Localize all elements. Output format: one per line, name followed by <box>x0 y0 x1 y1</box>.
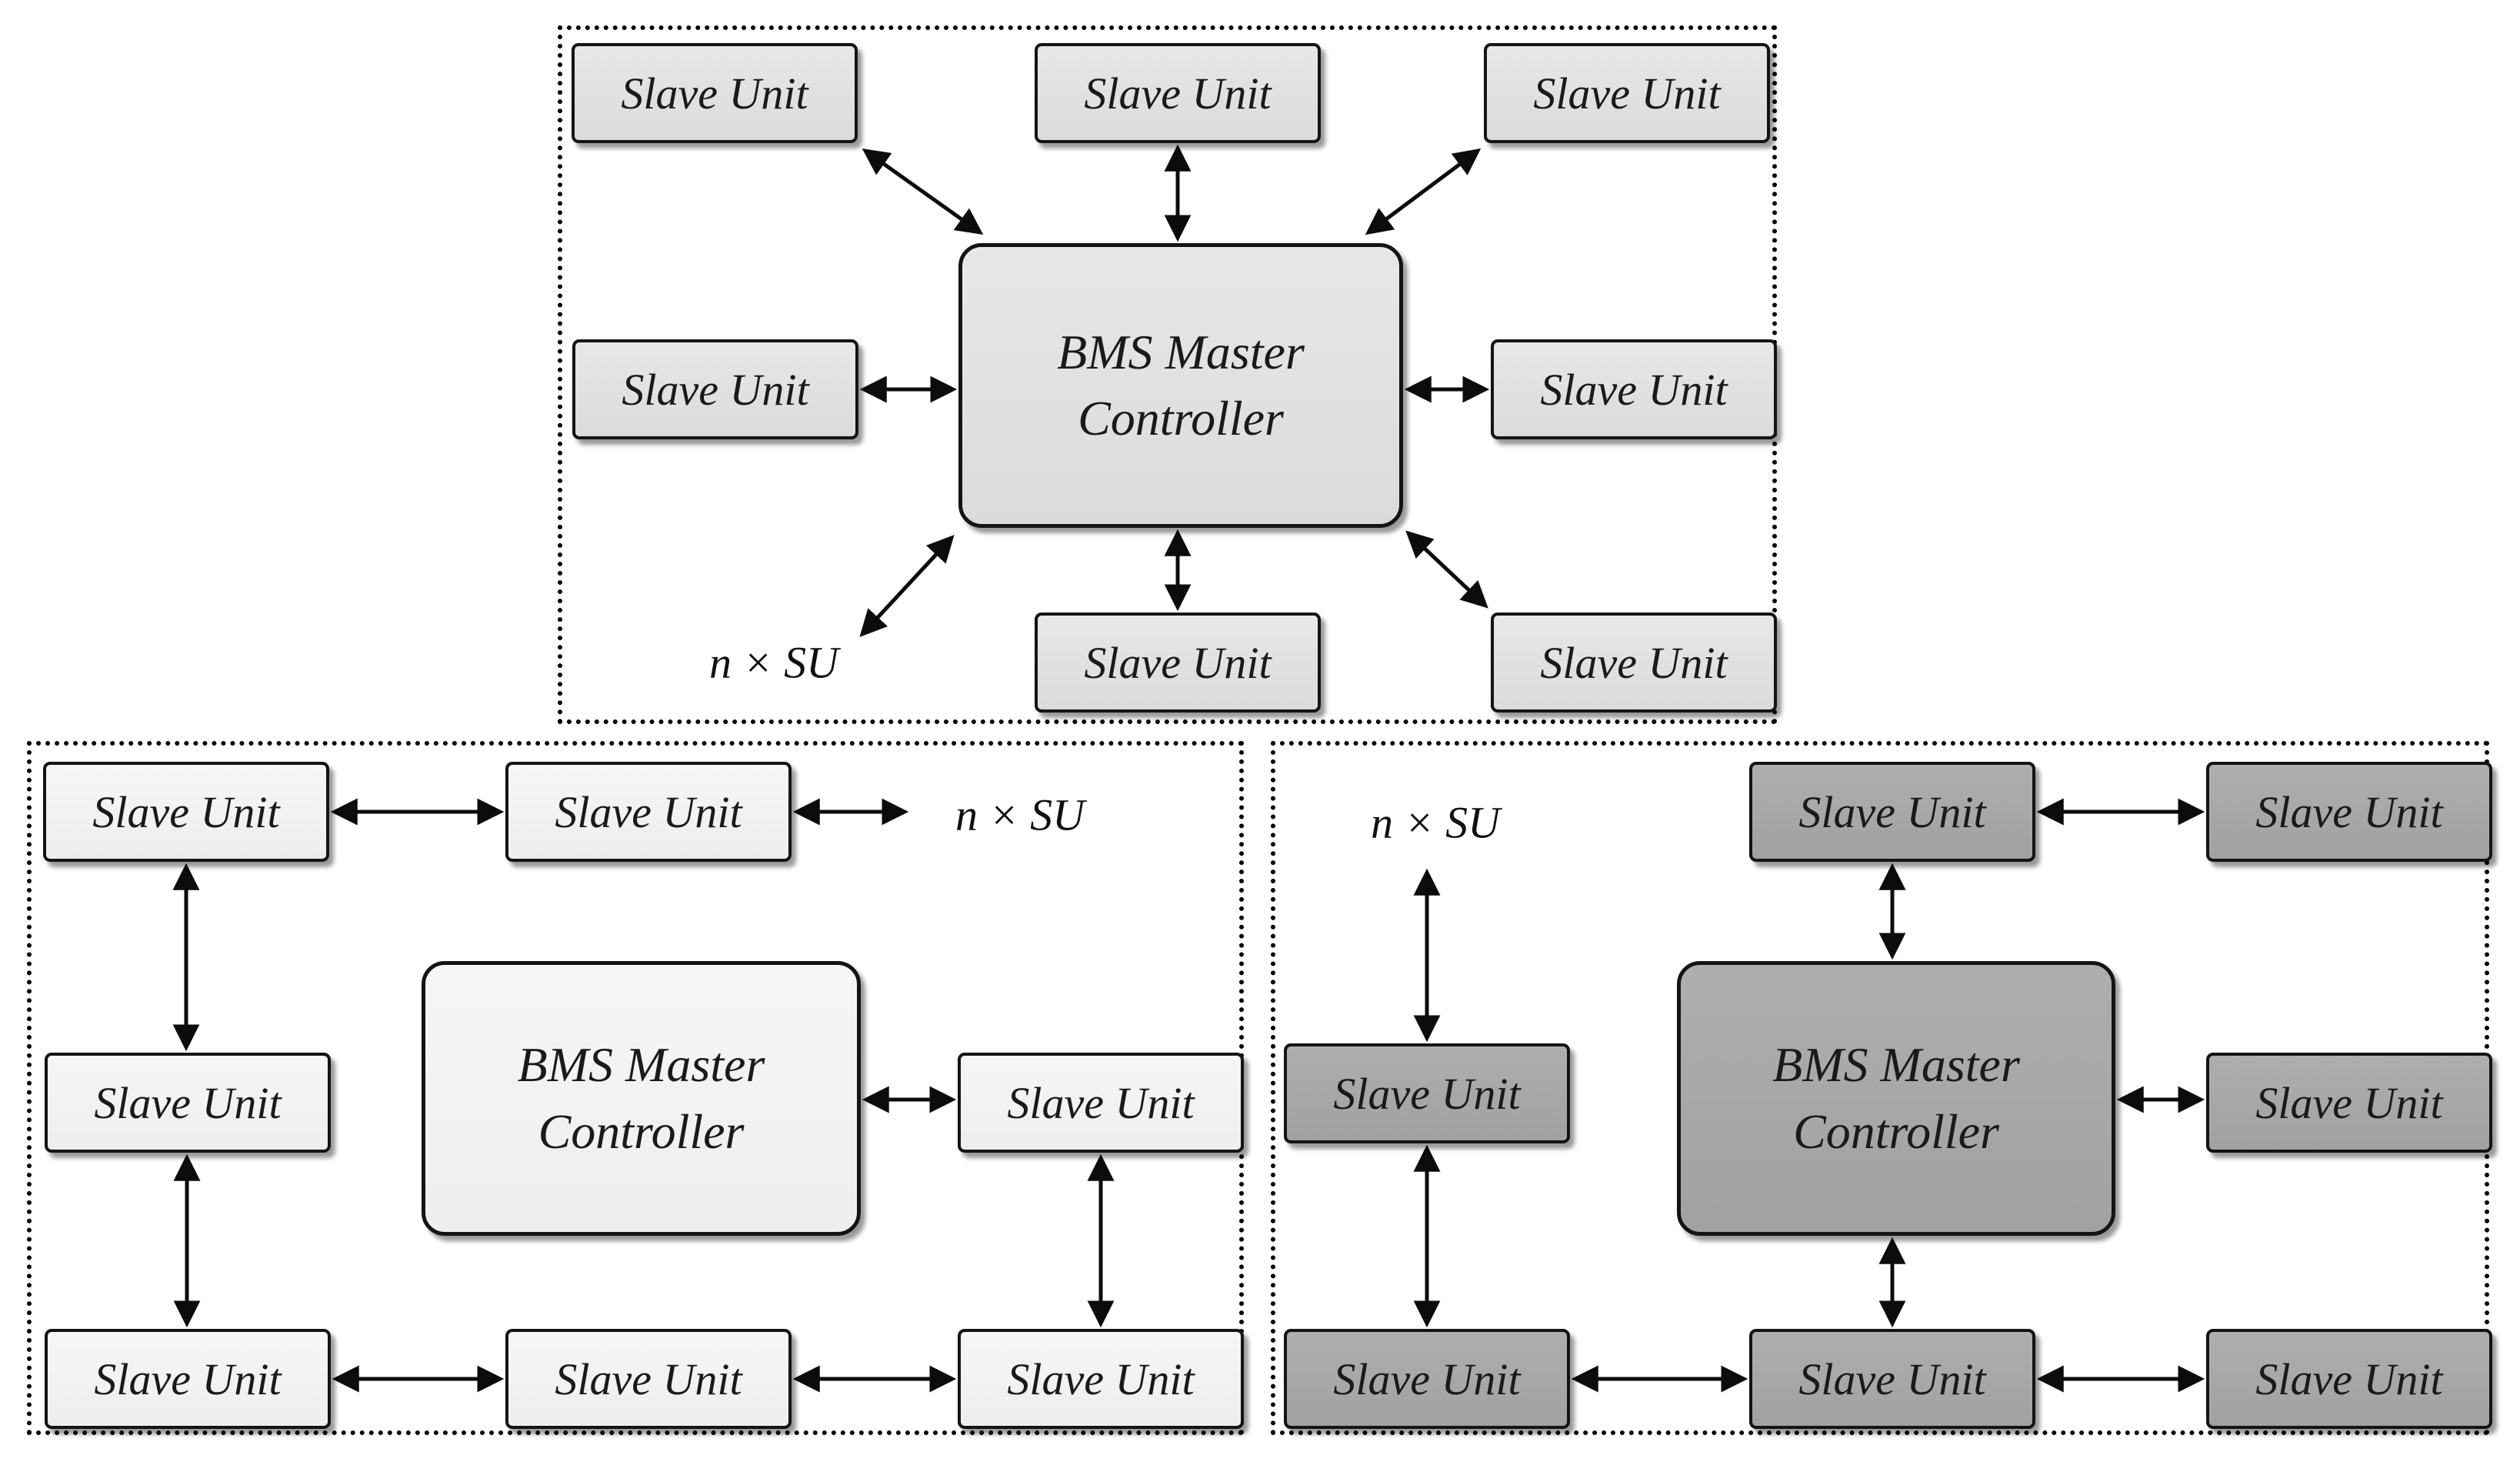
panel-star-topology: Slave Unit Slave Unit Slave Unit Slave U… <box>558 25 1777 724</box>
master-label-line2: Controller <box>1078 391 1284 446</box>
slave-unit-label: Slave Unit <box>622 364 809 415</box>
panel-hybrid-topology: n × SU Slave Unit Slave Unit Slave Unit … <box>1271 741 2492 1435</box>
slave-unit-label: Slave Unit <box>94 1354 282 1404</box>
master-label-line2: Controller <box>538 1103 745 1159</box>
slave-unit-label: Slave Unit <box>1540 637 1728 688</box>
bms-master-controller-box: BMS Master Controller <box>1677 961 2115 1236</box>
slave-unit-box-bottom-right: Slave Unit <box>2206 1329 2492 1429</box>
slave-unit-label: Slave Unit <box>92 786 280 837</box>
arrow-master-to-bottomright-slave <box>1405 530 1488 609</box>
slave-unit-box-top-center: Slave Unit <box>1035 43 1321 143</box>
slave-unit-box-bottom-left: Slave Unit <box>1284 1329 1570 1429</box>
slave-unit-label: Slave Unit <box>1533 68 1721 118</box>
slave-unit-label: Slave Unit <box>1084 68 1272 118</box>
slave-unit-label: Slave Unit <box>621 68 808 118</box>
slave-unit-label: Slave Unit <box>1798 1354 1986 1404</box>
slave-unit-box-mid-right: Slave Unit <box>958 1053 1244 1153</box>
arrow-topleft-slave-to-master <box>862 148 984 235</box>
slave-unit-box-top-left: Slave Unit <box>43 762 329 862</box>
slave-unit-box-bottom-center: Slave Unit <box>1749 1329 2035 1429</box>
n-su-label: n × SU <box>955 789 1085 840</box>
slave-unit-label: Slave Unit <box>1333 1354 1521 1404</box>
hybrid-arrows-layer <box>1413 798 2205 1393</box>
master-label-line1: BMS Master <box>1057 324 1305 379</box>
slave-unit-label: Slave Unit <box>1007 1077 1195 1128</box>
slave-unit-box-top-right: Slave Unit <box>2206 762 2492 862</box>
master-label-line1: BMS Master <box>1772 1037 2020 1093</box>
ring-arrows-layer <box>172 798 1115 1393</box>
slave-unit-box-top-center: Slave Unit <box>1749 762 2035 862</box>
slave-unit-box-top-center: Slave Unit <box>505 762 792 862</box>
slave-unit-label: Slave Unit <box>1007 1354 1195 1404</box>
slave-unit-label: Slave Unit <box>2255 786 2443 837</box>
slave-unit-box-mid-right: Slave Unit <box>1491 339 1777 439</box>
panel-ring-topology: Slave Unit Slave Unit n × SU Slave Unit … <box>27 741 1244 1435</box>
slave-unit-box-bottom-center: Slave Unit <box>505 1329 792 1429</box>
slave-unit-box-mid-left: Slave Unit <box>45 1053 331 1153</box>
n-su-label: n × SU <box>1370 797 1501 848</box>
slave-unit-box-mid-left: Slave Unit <box>572 339 858 439</box>
slave-unit-label: Slave Unit <box>2255 1077 2443 1128</box>
slave-unit-box-top-left: Slave Unit <box>572 43 858 143</box>
slave-unit-box-bottom-right: Slave Unit <box>958 1329 1244 1429</box>
arrow-master-to-n-su <box>859 535 955 637</box>
slave-unit-label: Slave Unit <box>555 1354 742 1404</box>
slave-unit-label: Slave Unit <box>1084 637 1272 688</box>
slave-unit-label: Slave Unit <box>1540 364 1728 415</box>
slave-unit-box-bottom-right: Slave Unit <box>1491 613 1777 713</box>
arrow-topright-slave-to-master <box>1365 148 1482 235</box>
slave-unit-label: Slave Unit <box>1798 786 1986 837</box>
slave-unit-label: Slave Unit <box>94 1077 282 1128</box>
star-arrows-layer <box>859 144 1490 637</box>
bms-master-controller-box: BMS Master Controller <box>422 961 861 1236</box>
slave-unit-label: Slave Unit <box>1333 1068 1521 1119</box>
slave-unit-box-mid-right: Slave Unit <box>2206 1053 2492 1153</box>
slave-unit-box-bottom-center: Slave Unit <box>1035 613 1321 713</box>
slave-unit-box-top-right: Slave Unit <box>1484 43 1770 143</box>
slave-unit-label: Slave Unit <box>555 786 742 837</box>
bms-master-controller-box: BMS Master Controller <box>958 243 1403 528</box>
slave-unit-label: Slave Unit <box>2255 1354 2443 1404</box>
master-label-line1: BMS Master <box>517 1037 765 1093</box>
master-label-line2: Controller <box>1793 1103 1999 1159</box>
slave-unit-box-mid-left: Slave Unit <box>1284 1043 1570 1143</box>
slave-unit-box-bottom-left: Slave Unit <box>45 1329 331 1429</box>
n-su-label: n × SU <box>708 637 839 688</box>
